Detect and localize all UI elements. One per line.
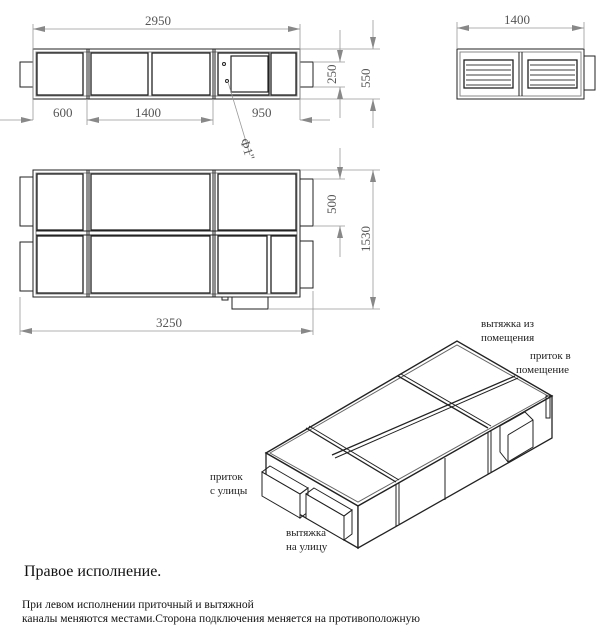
label-exhaust-from-room-2: помещения (481, 332, 534, 344)
caption-note: При левом исполнении приточный и вытяжно… (22, 598, 420, 626)
end-view (456, 48, 596, 100)
end-view-dimensions (456, 22, 585, 49)
pipe-diameter-label: Ф1" (237, 136, 258, 162)
plan-view-dimensions (19, 148, 380, 335)
technical-drawing: 2950 600 1400 950 250 550 Ф1" 1400 (0, 12, 596, 553)
side-elevation-dimensions (0, 20, 380, 156)
dim-plan-length-3250: 3250 (156, 315, 182, 330)
dim-duct-height-250: 250 (324, 65, 339, 85)
caption-note-line-1: При левом исполнении приточный и вытяжно… (22, 599, 254, 611)
caption-title: Правое исполнение. (24, 563, 162, 580)
label-exhaust-to-street-1: вытяжка (286, 527, 326, 539)
dim-end-width-1400: 1400 (504, 12, 530, 27)
iso-labels: вытяжка из помещения приток в помещение … (210, 318, 571, 553)
label-exhaust-to-street-2: на улицу (286, 541, 328, 553)
dim-section-600: 600 (53, 105, 73, 120)
plan-view (19, 169, 314, 310)
caption-note-line-2: каналы меняются местами.Сторона подключе… (22, 613, 420, 625)
isometric-view (261, 340, 554, 550)
dim-duct-width-500: 500 (324, 195, 339, 215)
dim-section-1400: 1400 (135, 105, 161, 120)
label-supply-to-room-1: приток в (530, 350, 571, 362)
label-exhaust-from-room-1: вытяжка из (481, 318, 534, 330)
dim-total-length-2950: 2950 (145, 13, 171, 28)
side-elevation-view (19, 48, 314, 100)
dim-total-height-550: 550 (358, 69, 373, 89)
label-supply-from-street-2: с улицы (210, 485, 248, 497)
label-supply-from-street-1: приток (210, 471, 243, 483)
dim-section-950: 950 (252, 105, 272, 120)
dim-total-width-1530: 1530 (358, 226, 373, 252)
label-supply-to-room-2: помещение (516, 364, 569, 376)
